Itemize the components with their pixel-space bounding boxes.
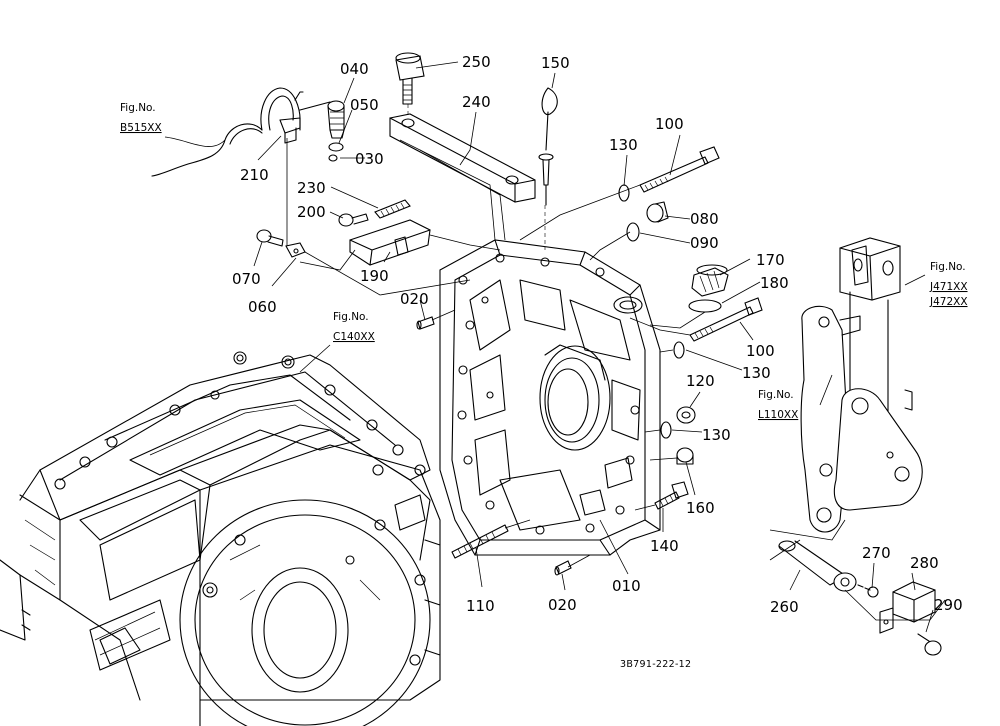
part-140-bolt-drawing bbox=[654, 481, 689, 510]
fig-ref-prefix: Fig.No. bbox=[758, 389, 794, 401]
label-130-upper: 130 bbox=[609, 136, 638, 154]
part-030-ring-drawing bbox=[328, 154, 338, 162]
label-210: 210 bbox=[240, 166, 269, 184]
label-020-upper: 020 bbox=[400, 290, 429, 308]
part-130-washer-lower-drawing bbox=[660, 421, 672, 439]
label-090: 090 bbox=[690, 234, 719, 252]
part-080-plug-drawing bbox=[646, 201, 669, 223]
figure-code: 3B791-222-12 bbox=[620, 659, 691, 670]
fig-ref-code: B515XX bbox=[120, 122, 162, 134]
label-030: 030 bbox=[355, 150, 384, 168]
part-280-stopper-drawing bbox=[879, 581, 936, 634]
label-120: 120 bbox=[686, 372, 715, 390]
label-100-upper: 100 bbox=[655, 115, 684, 133]
part-270-bolt-drawing bbox=[857, 584, 879, 598]
label-050: 050 bbox=[350, 96, 379, 114]
figure-reference-l110: Fig.No. L110XX bbox=[758, 389, 798, 421]
part-250-bolt-drawing bbox=[395, 52, 425, 105]
label-110: 110 bbox=[466, 597, 495, 615]
part-170-cap-drawing bbox=[691, 264, 729, 297]
part-290-bolt-drawing bbox=[917, 633, 942, 656]
part-090-ring-drawing bbox=[626, 222, 640, 242]
fig-ref-prefix: Fig.No. bbox=[120, 102, 156, 114]
leader-lines bbox=[164, 61, 934, 633]
label-260: 260 bbox=[770, 598, 799, 616]
label-250: 250 bbox=[462, 53, 491, 71]
part-230-shim-drawing bbox=[374, 199, 411, 219]
fig-ref-prefix: Fig.No. bbox=[930, 261, 966, 273]
assembly-lines bbox=[299, 104, 946, 621]
part-050-washer-drawing bbox=[328, 142, 344, 152]
part-060-clamp-drawing bbox=[285, 138, 306, 258]
part-240-plate-drawing bbox=[389, 113, 536, 203]
fig-ref-code: L110XX bbox=[758, 409, 798, 421]
label-200: 200 bbox=[297, 203, 326, 221]
label-180: 180 bbox=[760, 274, 789, 292]
part-160-plug-drawing bbox=[676, 447, 694, 465]
part-200-bolt-drawing bbox=[338, 213, 369, 227]
lift-arm-assembly-drawing bbox=[800, 237, 923, 533]
part-120-collar-drawing bbox=[676, 406, 696, 424]
part-210-harness-drawing bbox=[151, 87, 331, 177]
part-020-pin-lower-drawing bbox=[554, 560, 572, 576]
part-130-washer-upper-drawing bbox=[618, 184, 630, 202]
label-070: 070 bbox=[232, 270, 261, 288]
figure-reference-b515: Fig.No. B515XX bbox=[120, 102, 162, 134]
label-080: 080 bbox=[690, 210, 719, 228]
label-170: 170 bbox=[756, 251, 785, 269]
label-130-lower: 130 bbox=[702, 426, 731, 444]
label-270: 270 bbox=[862, 544, 891, 562]
label-160: 160 bbox=[686, 499, 715, 517]
fig-ref-code: C140XX bbox=[333, 331, 375, 343]
label-290: 290 bbox=[934, 596, 963, 614]
label-190: 190 bbox=[360, 267, 389, 285]
part-150-dipstick-drawing bbox=[538, 87, 558, 206]
figure-reference-c140: Fig.No. C140XX bbox=[333, 311, 375, 343]
label-130-mid: 130 bbox=[742, 364, 771, 382]
label-060: 060 bbox=[248, 298, 277, 316]
label-010: 010 bbox=[612, 577, 641, 595]
fig-ref-code: J471XX bbox=[929, 281, 968, 293]
fig-ref-code-2: J472XX bbox=[929, 296, 968, 308]
part-130-washer-mid-drawing bbox=[673, 341, 685, 359]
label-040: 040 bbox=[340, 60, 369, 78]
part-260-pin-drawing bbox=[778, 540, 857, 592]
label-140: 140 bbox=[650, 537, 679, 555]
part-100-bolt-lower-drawing bbox=[689, 297, 763, 342]
figure-reference-j471: Fig.No. J471XX J472XX bbox=[929, 261, 968, 308]
label-100-lower: 100 bbox=[746, 342, 775, 360]
fig-ref-prefix: Fig.No. bbox=[333, 311, 369, 323]
part-020-pin-upper-drawing bbox=[416, 316, 435, 330]
clutch-housing-drawing bbox=[439, 239, 661, 556]
part-110-stud-drawing bbox=[451, 524, 509, 559]
part-180-ring-drawing bbox=[688, 299, 722, 313]
label-020-lower: 020 bbox=[548, 596, 577, 614]
part-190-bracket-drawing bbox=[349, 219, 431, 266]
part-070-bolt-drawing bbox=[256, 229, 284, 247]
part-100-bolt-upper-drawing bbox=[639, 146, 720, 193]
part-040-switch-drawing bbox=[327, 100, 345, 139]
label-240: 240 bbox=[462, 93, 491, 111]
label-150: 150 bbox=[541, 54, 570, 72]
label-230: 230 bbox=[297, 179, 326, 197]
transmission-case-drawing bbox=[0, 351, 441, 726]
label-280: 280 bbox=[910, 554, 939, 572]
part-labels: 010 020 020 030 040 050 060 070 080 090 … bbox=[232, 53, 963, 616]
